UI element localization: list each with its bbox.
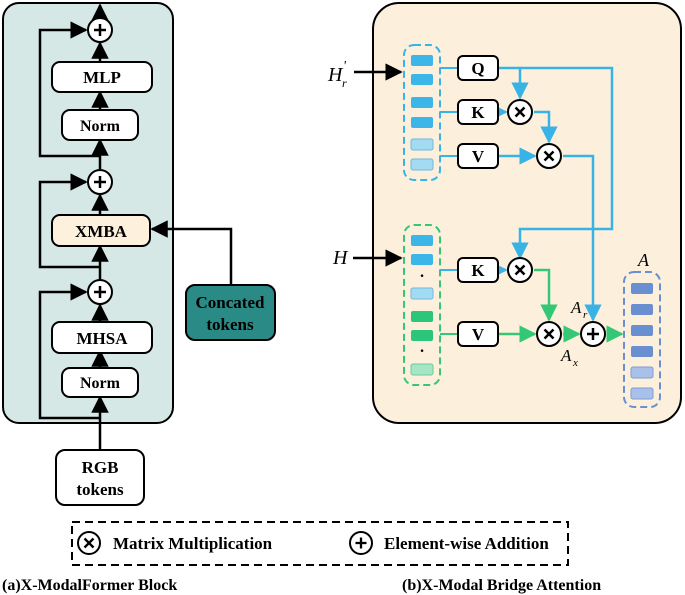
norm-top-label: Norm <box>80 118 121 135</box>
norm-bottom-box <box>61 367 139 398</box>
caption-left: (a)X-ModalFormer Block <box>2 577 177 594</box>
norm-top-box <box>61 109 139 141</box>
k-bottom-label: K <box>471 261 485 280</box>
input-hr-label: H <box>327 64 344 86</box>
token <box>630 366 654 379</box>
mlp-label: MLP <box>83 68 121 87</box>
token <box>410 363 434 376</box>
multiply-icon <box>77 531 101 555</box>
multiply-icon <box>507 99 533 125</box>
token <box>411 117 433 128</box>
concated-tokens-line2: tokens <box>206 315 254 334</box>
output-token-group <box>623 271 661 408</box>
norm-bottom-label: Norm <box>80 375 121 392</box>
legend-multiply-label: Matrix Multiplication <box>113 534 273 553</box>
ar-subscript: r <box>583 309 588 321</box>
legend-box <box>71 521 569 566</box>
mhsa-label: MHSA <box>77 329 129 348</box>
ellipsis-dot: · <box>419 343 424 360</box>
output-a-label: A <box>637 250 650 270</box>
q-label: Q <box>471 59 484 78</box>
xmba-box <box>51 214 151 247</box>
token <box>630 387 654 400</box>
token <box>410 138 434 151</box>
xmodalformer-block: MLP Norm XMBA MHSA Norm <box>2 2 174 450</box>
q-box <box>457 55 499 81</box>
v-top-box <box>457 143 499 169</box>
add-icon <box>349 531 373 555</box>
token <box>631 304 653 315</box>
legend: Matrix Multiplication Element-wise Addit… <box>71 521 569 566</box>
token <box>411 254 433 265</box>
token <box>631 283 653 294</box>
mhsa-box <box>51 321 153 354</box>
rgb-tokens-line2: tokens <box>76 480 124 499</box>
token <box>631 325 653 336</box>
right-block-background <box>372 2 682 424</box>
token <box>411 74 433 85</box>
concated-tokens-line1: Concated <box>196 293 265 312</box>
add-icon <box>87 279 113 305</box>
token <box>411 97 433 108</box>
multiply-icon <box>536 321 562 347</box>
xmodal-bridge-attention: H r ' H · · A <box>327 2 682 424</box>
legend-add-label: Element-wise Addition <box>384 534 549 553</box>
token <box>411 330 433 341</box>
ellipsis-dot: · <box>419 268 424 285</box>
multiply-icon <box>536 143 562 169</box>
ax-label: A <box>560 346 572 365</box>
mlp-box <box>51 61 153 93</box>
token <box>411 311 433 322</box>
concated-tokens-box <box>185 284 276 341</box>
v-bottom-box <box>457 321 499 347</box>
v-bottom-label: V <box>472 325 485 344</box>
token <box>411 55 433 66</box>
h-token-group <box>403 224 441 386</box>
k-top-box <box>457 99 499 125</box>
caption-right: (b)X-Modal Bridge Attention <box>402 577 601 594</box>
v-top-label: V <box>472 147 485 166</box>
input-h-label: H <box>332 247 349 269</box>
xmba-label: XMBA <box>75 222 128 241</box>
token <box>410 158 434 171</box>
token <box>411 235 433 246</box>
ax-subscript: x <box>572 357 578 369</box>
k-bottom-box <box>457 257 499 283</box>
add-icon <box>580 321 606 347</box>
add-icon <box>87 17 113 43</box>
token <box>410 287 434 300</box>
input-hr-subscript: r <box>342 76 347 90</box>
token <box>631 346 653 357</box>
ar-label: A <box>570 298 582 317</box>
k-top-label: K <box>471 103 485 122</box>
add-icon <box>87 169 113 195</box>
input-hr-prime: ' <box>343 59 347 74</box>
rgb-tokens-box <box>55 449 145 506</box>
rgb-tokens-line1: RGB <box>82 458 119 477</box>
multiply-icon <box>507 257 533 283</box>
left-block-background <box>2 2 174 424</box>
